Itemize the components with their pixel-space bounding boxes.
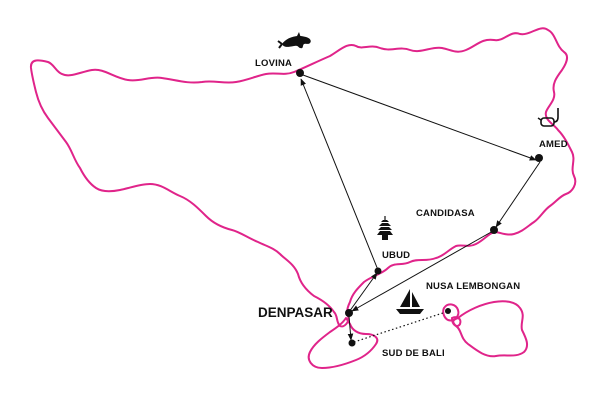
route-ubud-lovina bbox=[300, 78, 379, 271]
marker-ubud[interactable] bbox=[374, 267, 382, 275]
route-candidasa-denpasar bbox=[351, 230, 494, 312]
label-amed: AMED bbox=[539, 139, 568, 150]
route-lovina-amed bbox=[302, 74, 537, 161]
temple-icon bbox=[377, 216, 393, 240]
label-nusa-lembongan: NUSA LEMBONGAN bbox=[426, 281, 520, 292]
label-ubud: UBUD bbox=[382, 250, 410, 261]
nusa-islands-coastline bbox=[452, 300, 529, 358]
sailboat-icon bbox=[396, 289, 424, 314]
label-sud-de-bali: SUD DE BALI bbox=[382, 348, 445, 359]
route-sud-lembongan bbox=[353, 311, 447, 343]
marker-denpasar[interactable] bbox=[345, 309, 353, 317]
route-lines bbox=[300, 74, 541, 343]
route-amed-candidasa bbox=[495, 161, 541, 228]
route-denpasar-sud bbox=[347, 315, 354, 341]
label-lovina: LOVINA bbox=[255, 58, 292, 69]
snorkel-mask-icon bbox=[537, 108, 559, 127]
label-candidasa: CANDIDASA bbox=[416, 208, 475, 219]
marker-lovina[interactable] bbox=[296, 69, 304, 77]
dolphin-icon bbox=[277, 32, 311, 49]
marker-amed[interactable] bbox=[535, 154, 543, 162]
route-denpasar-ubud bbox=[348, 272, 378, 313]
ceningan-islet bbox=[450, 316, 462, 327]
bali-coastline bbox=[29, 27, 577, 328]
bukit-peninsula-coastline bbox=[307, 317, 379, 369]
marker-candidasa[interactable] bbox=[490, 226, 498, 234]
marker-nusa-lembongan[interactable] bbox=[445, 308, 451, 314]
label-denpasar: DENPASAR bbox=[258, 305, 333, 320]
place-markers bbox=[296, 69, 543, 347]
marker-sud-de-bali[interactable] bbox=[348, 339, 356, 347]
